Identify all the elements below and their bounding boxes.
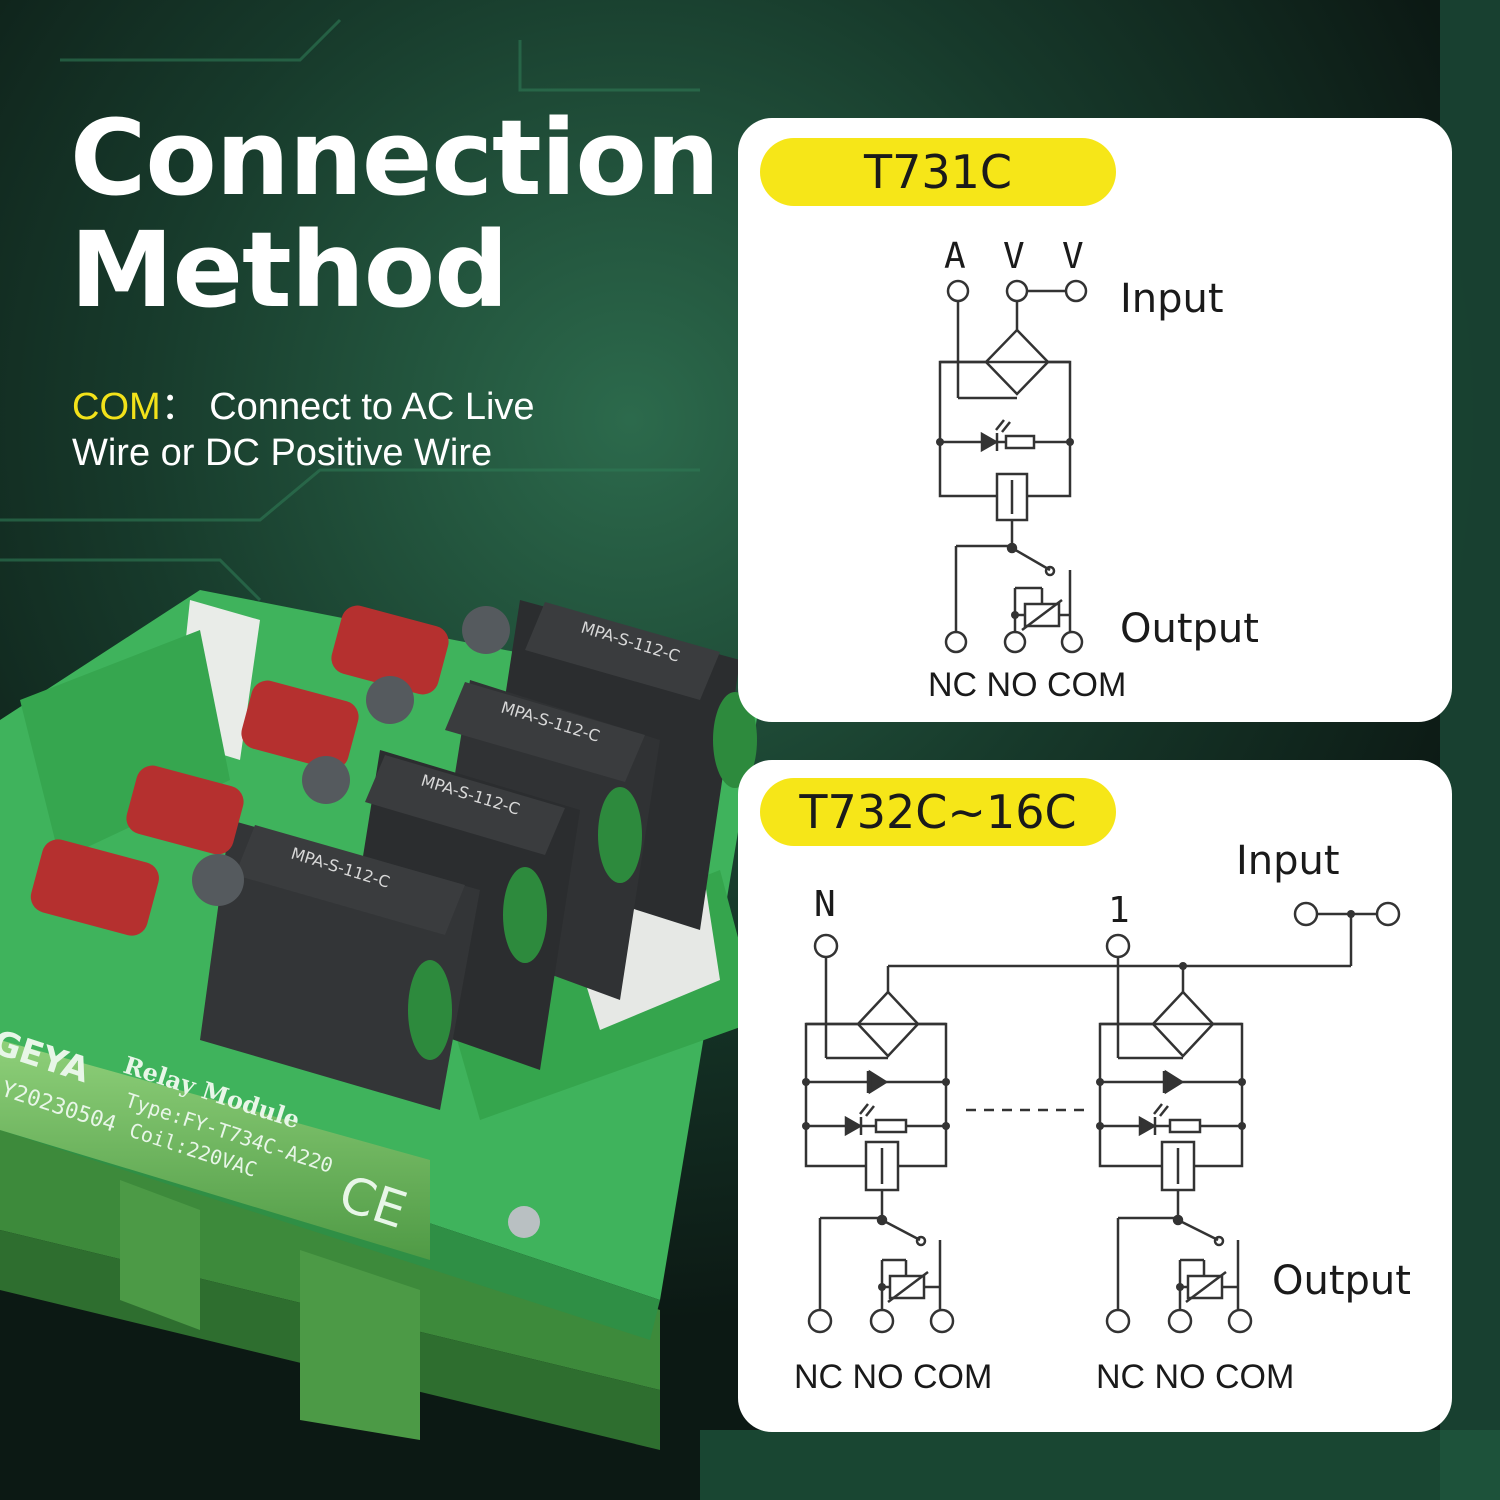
model-badge-t731c: T731C	[760, 138, 1116, 206]
output-label: Output	[1120, 606, 1259, 652]
title-line-2: Method	[70, 209, 509, 331]
diagram-card-t731c: T731C A V V Input Output NC NO COM	[738, 118, 1452, 722]
terminal-label-1: 1	[1108, 890, 1130, 931]
com-key: COM	[72, 386, 161, 428]
terminal-label-n: N	[814, 884, 836, 925]
diagram-card-t732c-16c: T732C~16C Input N 1 Output NC NO COM NC …	[738, 760, 1452, 1432]
contact-labels: NC NO COM	[928, 666, 1127, 704]
input-label: Input	[1120, 276, 1224, 322]
page-title: Connection Method	[70, 97, 720, 331]
output-label: Output	[1272, 1258, 1411, 1304]
schematic-t731c	[936, 279, 1088, 654]
input-label: Input	[1236, 838, 1340, 884]
note-line-2: Wire or DC Positive Wire	[72, 432, 493, 474]
note-separator: ：	[160, 386, 199, 428]
terminal-label-v2: V	[1062, 236, 1084, 277]
schematic-t732c-16c	[802, 901, 1401, 1334]
terminal-label-v1: V	[1003, 236, 1025, 277]
contact-labels-right: NC NO COM	[1096, 1358, 1295, 1396]
terminal-label-a: A	[944, 236, 966, 277]
note-line-1: Connect to AC Live	[198, 386, 535, 428]
title-line-1: Connection	[70, 97, 720, 219]
relay-module-board	[0, 590, 760, 1340]
com-wiring-note: COM： Connect to AC Live Wire or DC Posit…	[72, 384, 692, 476]
contact-labels-left: NC NO COM	[794, 1358, 993, 1396]
model-badge-t732c-16c: T732C~16C	[760, 778, 1116, 846]
